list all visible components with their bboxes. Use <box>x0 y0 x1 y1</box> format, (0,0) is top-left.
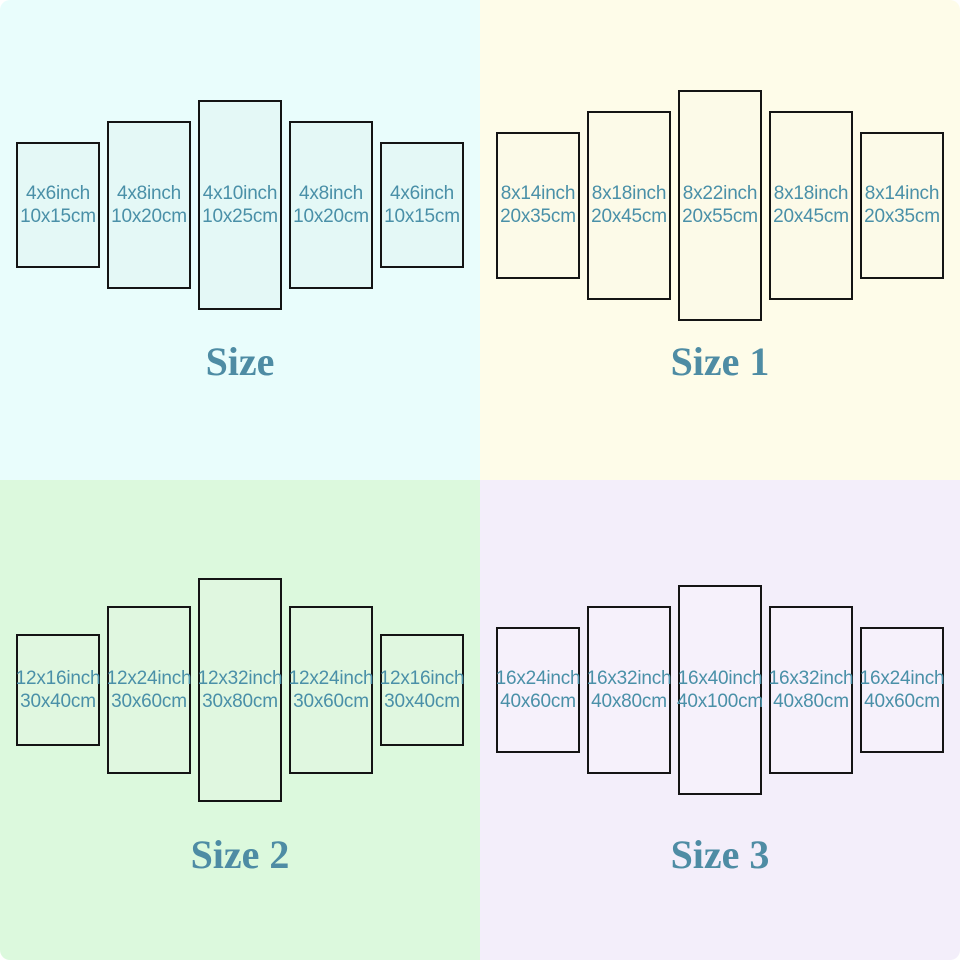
panel-size-cm: 30x60cm <box>111 691 187 712</box>
panel-size-cm: 20x45cm <box>773 206 849 227</box>
panel-size-cm: 40x80cm <box>773 691 849 712</box>
panel-size-cm: 10x15cm <box>384 206 460 227</box>
panel-size-inch: 16x32inch <box>586 668 672 689</box>
panel-size-inch: 12x16inch <box>379 668 465 689</box>
panel-size-inch: 4x10inch <box>202 183 278 204</box>
panel-size-inch: 12x16inch <box>15 668 101 689</box>
panel-size-cm: 10x25cm <box>202 206 278 227</box>
panel-size-inch: 8x18inch <box>773 183 849 204</box>
panel-size-inch: 12x32inch <box>197 668 283 689</box>
panel-size-cm: 40x100cm <box>676 691 764 712</box>
panel-size-cm: 20x35cm <box>500 206 576 227</box>
panel-size-cm: 10x20cm <box>293 206 369 227</box>
panel-size-inch: 8x18inch <box>591 183 667 204</box>
quadrant-title: Size 2 <box>190 832 290 877</box>
panel-size-inch: 4x6inch <box>389 183 455 204</box>
panel-size-cm: 30x40cm <box>384 691 460 712</box>
panel-size-inch: 4x8inch <box>116 183 182 204</box>
panel-size-inch: 16x24inch <box>495 668 581 689</box>
panel-size-cm: 10x15cm <box>20 206 96 227</box>
panel-size-cm: 20x55cm <box>682 206 758 227</box>
panel-size-inch: 16x24inch <box>859 668 945 689</box>
panel-size-cm: 10x20cm <box>111 206 187 227</box>
panel-size-inch: 12x24inch <box>288 668 374 689</box>
quadrant-title: Size <box>205 339 275 384</box>
panel-size-inch: 8x14inch <box>864 183 940 204</box>
panel-size-inch: 8x22inch <box>682 183 758 204</box>
panel-size-cm: 40x60cm <box>864 691 940 712</box>
panel-size-cm: 30x60cm <box>293 691 369 712</box>
panel-size-inch: 16x40inch <box>677 668 763 689</box>
panel-size-cm: 40x80cm <box>591 691 667 712</box>
panel-size-inch: 4x8inch <box>298 183 364 204</box>
panel-size-inch: 16x32inch <box>768 668 854 689</box>
panel-size-cm: 30x40cm <box>20 691 96 712</box>
panel-size-inch: 4x6inch <box>25 183 91 204</box>
panel-size-cm: 20x35cm <box>864 206 940 227</box>
panel-size-inch: 12x24inch <box>106 668 192 689</box>
panel-size-cm: 30x80cm <box>202 691 278 712</box>
panel-size-inch: 8x14inch <box>500 183 576 204</box>
quadrant-title: Size 3 <box>670 832 770 877</box>
panel-size-cm: 40x60cm <box>500 691 576 712</box>
panel-size-cm: 20x45cm <box>591 206 667 227</box>
quadrant-title: Size 1 <box>670 339 770 384</box>
